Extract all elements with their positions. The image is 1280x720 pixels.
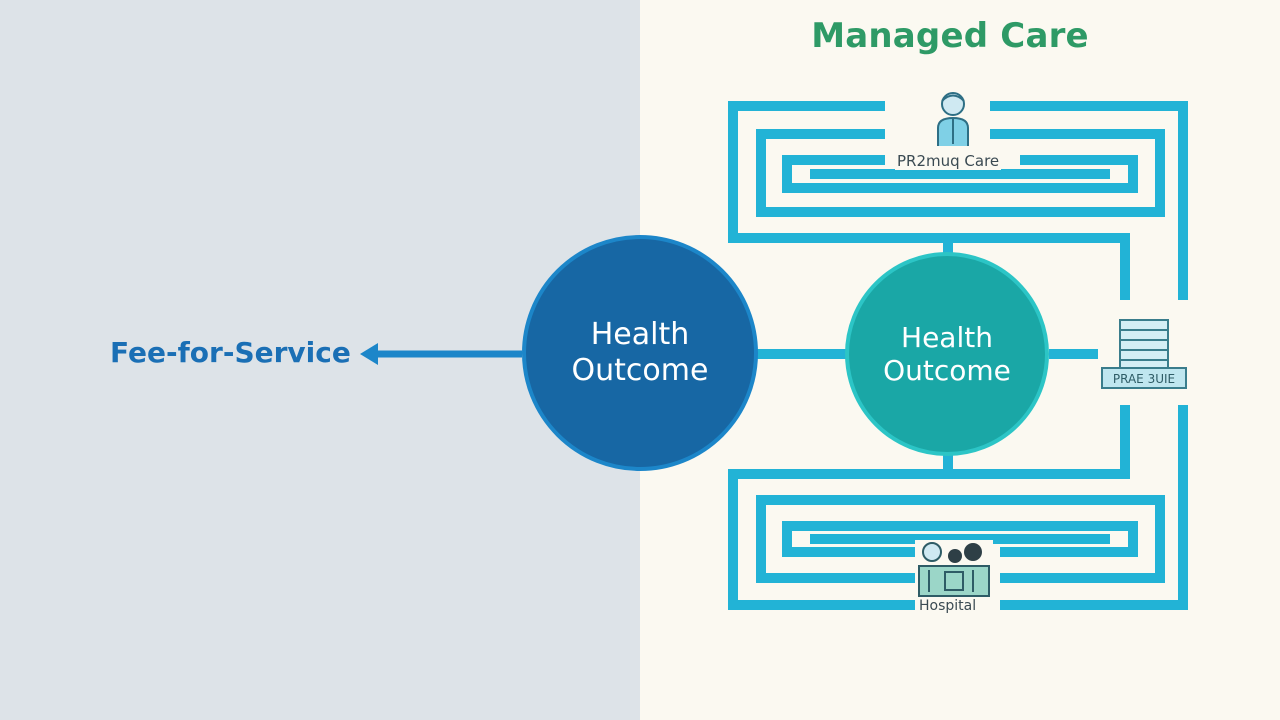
primary-care-label: PR2muq Care [895, 152, 1002, 170]
fee-for-service-label: Fee-for-Service [110, 336, 351, 369]
maze-top-ring-3 [782, 155, 1138, 193]
family-icon [915, 540, 993, 598]
doctor-icon [932, 88, 974, 148]
building-icon: PRAE 3UIE [1098, 312, 1190, 394]
health-outcome-circle-right: Health Outcome [845, 252, 1049, 456]
maze-bottom-ring-2 [756, 495, 1165, 583]
maze-top-outer-right-path [990, 101, 1188, 300]
health-outcome-left-line1: Health [590, 317, 690, 352]
arrow-to-fee-for-service [360, 343, 522, 365]
maze-top-outer-path [728, 101, 1130, 300]
managed-care-title: Managed Care [811, 16, 1089, 56]
maze-top-ring-2 [756, 129, 1165, 217]
health-outcome-right-line1: Health [901, 321, 993, 354]
maze-bottom-outer-right-path [1000, 405, 1188, 610]
specialist-building-sign: PRAE 3UIE [1113, 372, 1175, 386]
maze-bottom-outer-path [728, 405, 1130, 610]
health-outcome-left-line2: Outcome [571, 353, 709, 388]
health-outcome-circle-left: Health Outcome [522, 235, 758, 471]
health-outcome-right-line2: Outcome [883, 354, 1011, 387]
maze-bottom-ring-3 [782, 521, 1138, 557]
hospital-label: Hospital [917, 598, 979, 614]
